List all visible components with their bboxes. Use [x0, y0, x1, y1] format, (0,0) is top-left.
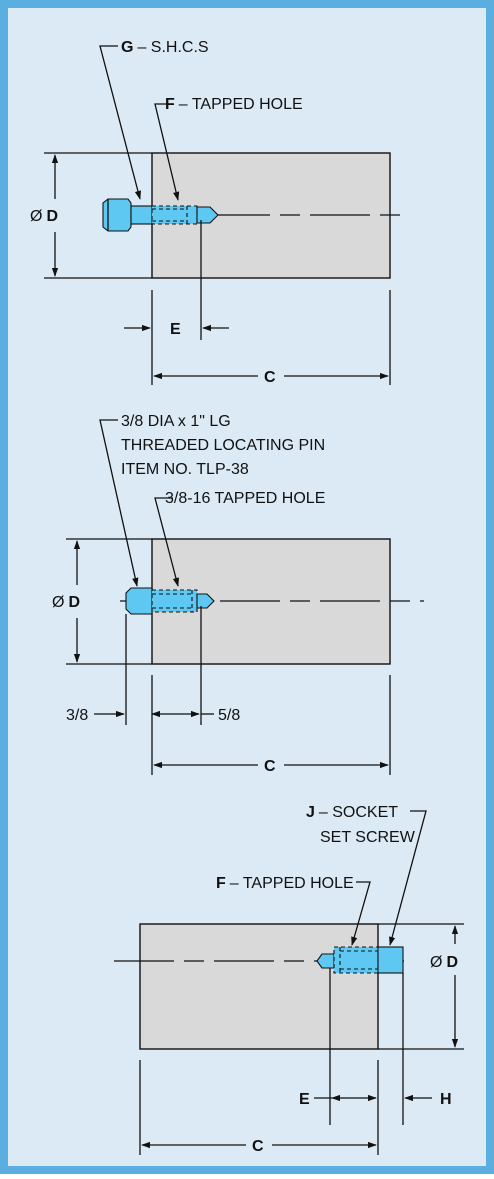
socket-set-screw [377, 946, 404, 974]
label-h: H [440, 1091, 452, 1108]
leader-f [154, 103, 180, 201]
leader-g [99, 45, 141, 200]
label-3-8: 3/8 [66, 707, 88, 724]
shcs-head [102, 198, 132, 232]
label-j-2: SET SCREW [320, 829, 416, 846]
block-3 [139, 923, 379, 1050]
leader-f-3 [351, 881, 371, 946]
label-g: G– S.H.C.S [121, 39, 209, 56]
label-c-3: C [252, 1138, 264, 1155]
label-e-1: E [170, 321, 181, 338]
tapped-hole-1 [151, 205, 198, 225]
drill-point-2 [196, 593, 215, 609]
leader-hole [154, 497, 179, 587]
label-e-3: E [299, 1091, 310, 1108]
label-tapped-hole-2: 3/8-16 TAPPED HOLE [165, 490, 325, 507]
tapped-hole-2 [151, 589, 198, 613]
label-f: F– TAPPED HOLE [165, 96, 303, 113]
shcs-shank [130, 205, 153, 225]
label-f-3: F– TAPPED HOLE [216, 875, 354, 892]
diagram-2-locating-pin: 3/8 DIA x 1" LG THREADED LOCATING PIN IT… [52, 413, 424, 775]
label-pin-1: 3/8 DIA x 1" LG [121, 413, 231, 430]
leader-pin [99, 419, 139, 587]
label-pin-3: ITEM NO. TLP-38 [121, 461, 249, 478]
locating-pin [125, 587, 153, 615]
label-j-1: J– SOCKET [306, 804, 398, 821]
label-5-8: 5/8 [218, 707, 240, 724]
label-c-2: C [264, 758, 276, 775]
label-pin-2: THREADED LOCATING PIN [121, 437, 325, 454]
drill-point-1 [196, 206, 219, 224]
label-c-1: C [264, 369, 276, 386]
leader-j [389, 810, 427, 946]
